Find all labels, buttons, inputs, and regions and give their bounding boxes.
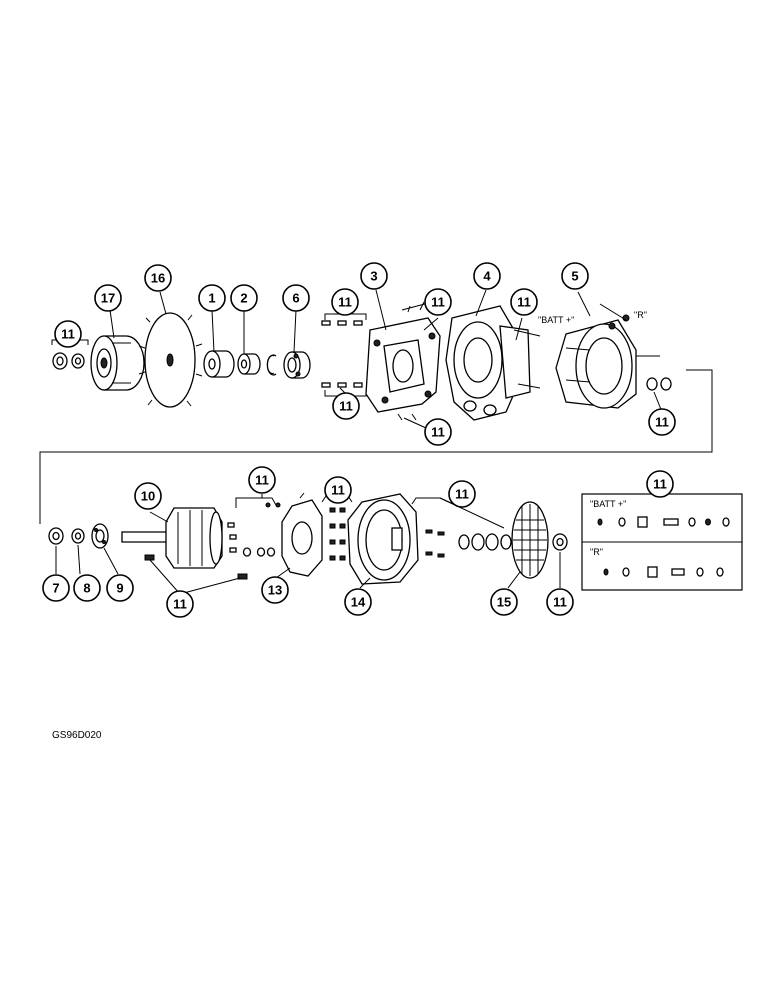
callout-11-upper-screws: 11 xyxy=(331,288,359,316)
callout-label: 13 xyxy=(268,583,282,598)
r-terminal-label: "R" xyxy=(634,310,647,320)
part-front-housing xyxy=(445,305,541,421)
callout-15: 15 xyxy=(490,588,518,616)
callout-11-lower-screws: 11 xyxy=(332,392,360,420)
terminal-hardware-inset: "BATT +" "R" xyxy=(581,493,743,591)
inset-r-label: "R" xyxy=(590,547,603,557)
part-bearing-9 xyxy=(91,523,109,549)
callout-11-stator-screws: 11 xyxy=(324,476,352,504)
callout-9: 9 xyxy=(106,574,134,602)
part-pulley xyxy=(90,335,145,391)
part-rotor xyxy=(121,507,223,569)
callout-7: 7 xyxy=(42,574,70,602)
callout-label: 11 xyxy=(331,483,345,498)
part-rear-housing xyxy=(555,303,660,409)
callout-17: 17 xyxy=(94,284,122,312)
callout-label: 11 xyxy=(255,473,269,488)
callout-11-stator-right: 11 xyxy=(448,480,476,508)
callout-11-plate-bottom: 11 xyxy=(424,418,452,446)
figure-code: GS96D020 xyxy=(52,730,102,741)
part-washer-8 xyxy=(71,528,85,544)
part-bearing-plate xyxy=(365,299,441,421)
part-collar xyxy=(237,353,261,375)
callout-label: 17 xyxy=(101,291,115,306)
callout-label: 11 xyxy=(61,327,75,342)
part-insulator-plate xyxy=(281,492,323,577)
part-nut-right xyxy=(552,533,568,551)
part-screws-group-3 xyxy=(321,313,367,397)
callout-label: 11 xyxy=(655,415,669,430)
part-rear-screen xyxy=(511,501,549,579)
callout-label: 11 xyxy=(455,487,469,502)
callout-2: 2 xyxy=(230,284,258,312)
callout-16: 16 xyxy=(144,264,172,292)
callout-13: 13 xyxy=(261,576,289,604)
part-screws-stator xyxy=(321,495,353,561)
part-nut-7 xyxy=(48,527,64,545)
callout-label: 2 xyxy=(240,291,247,306)
callout-11-far-left: 11 xyxy=(54,320,82,348)
callout-11-right-nuts: 11 xyxy=(648,408,676,436)
callout-label: 11 xyxy=(338,295,352,310)
callout-11-housing: 11 xyxy=(510,288,538,316)
callout-label: 4 xyxy=(483,269,491,284)
callout-6: 6 xyxy=(282,284,310,312)
callout-label: 15 xyxy=(497,595,511,610)
callout-1: 1 xyxy=(198,284,226,312)
callout-label: 9 xyxy=(116,581,123,596)
part-rotor-fasteners xyxy=(144,497,281,580)
part-spacer xyxy=(203,350,235,378)
callout-label: 8 xyxy=(83,581,90,596)
callout-label: 3 xyxy=(370,269,377,284)
batt-terminal-label: "BATT +" xyxy=(538,315,574,325)
callout-label: 11 xyxy=(173,597,187,612)
callout-label: 11 xyxy=(553,595,567,610)
inset-batt-label: "BATT +" xyxy=(590,499,626,509)
callout-10: 10 xyxy=(134,482,162,510)
callout-label: 10 xyxy=(141,489,155,504)
callout-label: 11 xyxy=(431,295,445,310)
callout-11-rotor: 11 xyxy=(248,466,276,494)
callout-11-plate-top: 11 xyxy=(424,288,452,316)
callout-11-inset: 11 xyxy=(646,470,674,498)
callout-label: 14 xyxy=(351,595,366,610)
callout-label: 6 xyxy=(292,291,299,306)
part-snap-ring xyxy=(266,354,277,376)
callout-5: 5 xyxy=(561,262,589,290)
callout-label: 11 xyxy=(431,425,445,440)
callout-11-rotor-bottom: 11 xyxy=(166,590,194,618)
part-stator-housing xyxy=(347,493,419,585)
part-bearing xyxy=(283,351,311,379)
callout-8: 8 xyxy=(73,574,101,602)
callout-label: 16 xyxy=(151,271,165,286)
part-nuts-right xyxy=(646,377,672,391)
callout-label: 11 xyxy=(517,295,531,310)
callout-4: 4 xyxy=(473,262,501,290)
callout-leaders xyxy=(55,289,663,595)
callout-3: 3 xyxy=(360,262,388,290)
callout-label: 5 xyxy=(571,269,578,284)
part-fan xyxy=(138,312,203,408)
callout-14: 14 xyxy=(344,588,372,616)
callout-label: 11 xyxy=(653,477,667,492)
callout-label: 7 xyxy=(52,581,59,596)
callout-label: 1 xyxy=(208,291,215,306)
assembly-connector-line xyxy=(39,369,713,524)
callout-11-far-right: 11 xyxy=(546,588,574,616)
callout-label: 11 xyxy=(339,399,353,414)
part-fasteners-stator-right xyxy=(411,497,512,558)
